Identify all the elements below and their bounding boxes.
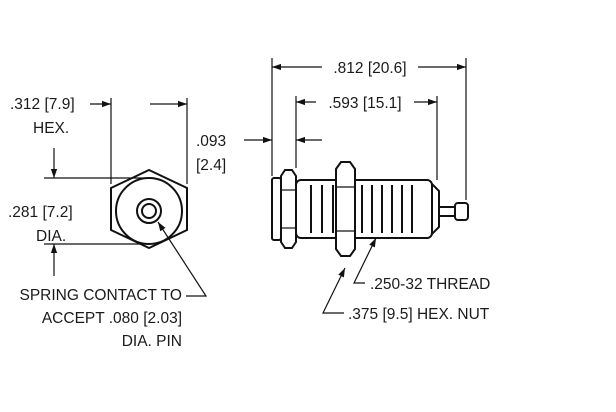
pin-shaft <box>438 206 456 217</box>
side-view <box>244 58 469 314</box>
flange-label: .093 <box>196 133 226 150</box>
thread-lines <box>310 185 413 233</box>
nut-leader <box>322 267 346 314</box>
diameter-label: .281 [7.2] <box>8 204 73 221</box>
hex-width-label: .312 [7.9] <box>10 96 75 113</box>
tapered-tip <box>431 181 440 237</box>
contact-inner-ring <box>141 203 157 219</box>
callout-leader <box>157 221 208 297</box>
flange-metric-label: [2.4] <box>196 157 226 174</box>
end-view <box>44 98 208 297</box>
callout-line-2: ACCEPT .080 [2.03] <box>42 310 182 327</box>
thread-leader <box>353 237 377 284</box>
hex-outline <box>110 168 188 250</box>
overall-length-label: .812 [20.6] <box>333 60 406 77</box>
hex-nut-rear <box>280 169 297 249</box>
contact-outer-ring <box>136 198 162 224</box>
rear-flange <box>271 177 282 241</box>
hex-label: HEX. <box>33 120 69 137</box>
pin-head <box>454 202 469 221</box>
thread-label: .250-32 THREAD <box>370 276 490 293</box>
callout-line-3: DIA. PIN <box>122 333 182 350</box>
hex-nut-front <box>335 161 356 257</box>
labels: .312 [7.9] HEX. .281 [7.2] DIA. SPRING C… <box>8 60 490 350</box>
dia-label: DIA. <box>36 228 66 245</box>
body-length-label: .593 [15.1] <box>328 95 401 112</box>
callout-line-1: SPRING CONTACT TO <box>20 287 183 304</box>
body-circle <box>115 177 183 245</box>
nut-label: .375 [9.5] HEX. NUT <box>348 306 490 323</box>
